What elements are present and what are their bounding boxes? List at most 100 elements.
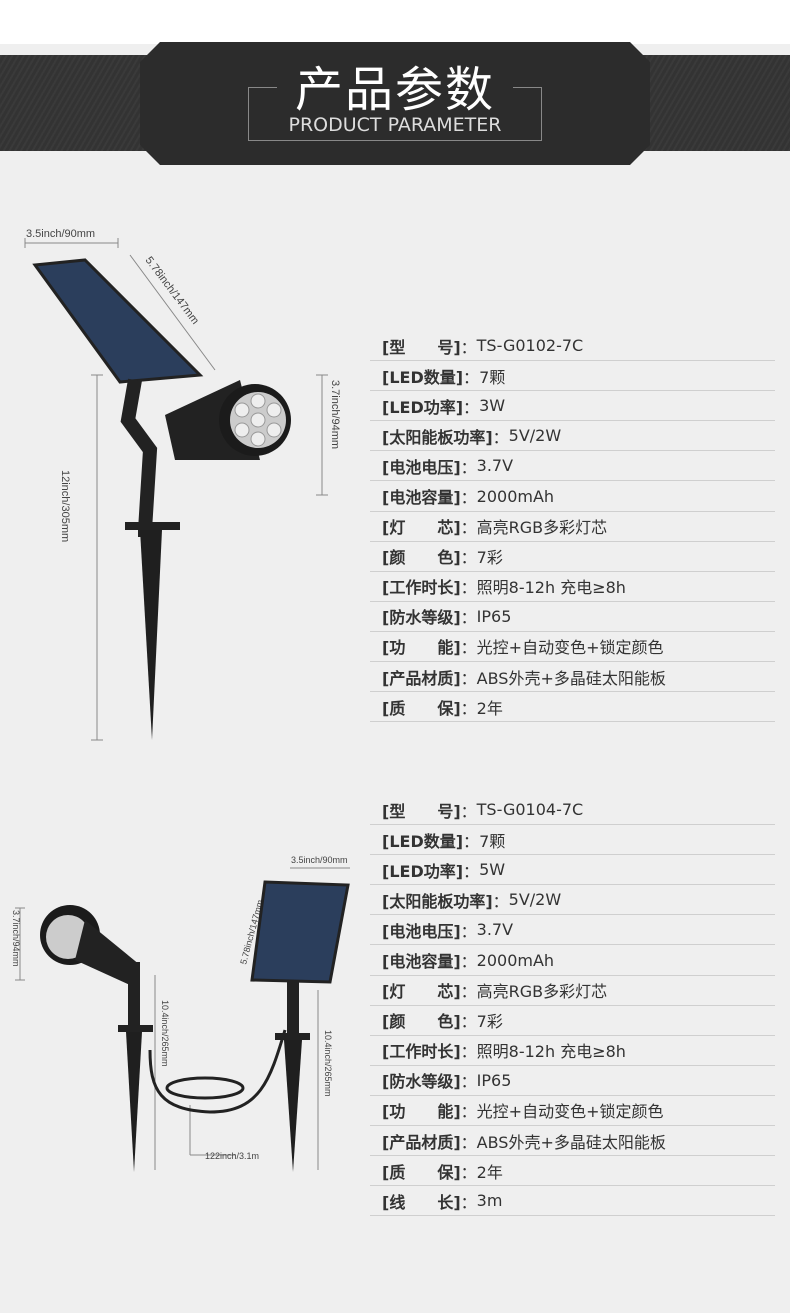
spec-row: [电池电压]：3.7V	[370, 451, 775, 482]
spec-value: 2年	[476, 698, 503, 718]
spec-colon: ：	[492, 427, 509, 447]
page-subtitle: PRODUCT PARAMETER	[288, 114, 502, 136]
cable-length-dimension: 122inch/3.1m	[205, 1151, 259, 1161]
spec-colon: ：	[463, 367, 480, 387]
spec-colon: ：	[463, 861, 480, 881]
spec-row: [产品材质]：ABS外壳+多晶硅太阳能板	[370, 1126, 775, 1157]
spec-colon: ：	[460, 698, 477, 718]
spec-row: [LED功率]：3W	[370, 391, 775, 422]
spec-row: [工作时长]：照明8-12h 充电≥8h	[370, 572, 775, 602]
spec-colon: ：	[460, 1102, 477, 1122]
spec-value: 高亮RGB多彩灯芯	[476, 982, 608, 1002]
spec-value: 2000mAh	[476, 486, 555, 506]
spec-colon: ：	[460, 337, 477, 357]
spec-colon: ：	[460, 1192, 477, 1212]
panel-dimension: 5.78inch/147mm	[143, 255, 202, 327]
spec-row: [产品材质]：ABS外壳+多晶硅太阳能板	[370, 662, 775, 693]
spec-value: 7彩	[476, 1012, 503, 1032]
p2-head-dimension: 3.7inch/94mm	[11, 910, 21, 967]
spec-label: [工作时长]	[382, 1042, 461, 1062]
spec-colon: ：	[460, 488, 477, 508]
spec-label: [质 保]	[382, 1162, 461, 1182]
spec-row: [线 长]：3m	[370, 1186, 775, 1217]
spec-value: TS-G0104-7C	[476, 800, 584, 820]
spec-colon: ：	[460, 668, 477, 688]
spec-value: 光控+自动变色+锁定颜色	[476, 638, 664, 658]
spec-value: 2年	[476, 1162, 503, 1182]
spec-colon: ：	[460, 1132, 477, 1152]
spec-colon: ：	[460, 638, 477, 658]
spec-colon: ：	[463, 397, 480, 417]
spec-colon: ：	[460, 921, 477, 941]
spec-label: [线 长]	[382, 1192, 461, 1212]
spec-row: [电池电压]：3.7V	[370, 915, 775, 946]
spec-row: [LED数量]：7颗	[370, 825, 775, 856]
spec-value: 照明8-12h 充电≥8h	[476, 1042, 626, 1062]
spec-row: [太阳能板功率]：5V/2W	[370, 885, 775, 916]
spec-row: [型 号]：TS-G0104-7C	[370, 795, 775, 826]
spec-label: [型 号]	[382, 801, 461, 821]
spec-value: 5V/2W	[508, 426, 562, 446]
spec-value: 3W	[479, 396, 506, 416]
spec-row: [质 保]：2年	[370, 1156, 775, 1187]
spec-label: [工作时长]	[382, 578, 461, 598]
spec-value: 7彩	[476, 548, 503, 568]
height-dimension: 12inch/305mm	[59, 470, 71, 542]
spec-value: 3m	[476, 1191, 503, 1211]
spec-label: [电池电压]	[382, 457, 461, 477]
spec-value: TS-G0102-7C	[476, 336, 584, 356]
spec-row: [颜 色]：7彩	[370, 542, 775, 572]
spec-label: [灯 芯]	[382, 518, 461, 538]
spec-row: [功 能]：光控+自动变色+锁定颜色	[370, 632, 775, 663]
spec-label: [太阳能板功率]	[382, 427, 493, 447]
p2-width-dimension: 3.5inch/90mm	[291, 855, 348, 865]
spec-row: [防水等级]：IP65	[370, 602, 775, 632]
spec-label: [型 号]	[382, 337, 461, 357]
spec-value: 高亮RGB多彩灯芯	[476, 518, 608, 538]
spec-label: [LED数量]	[382, 831, 464, 851]
spec-row: [电池容量]：2000mAh	[370, 481, 775, 512]
p2-panel-height-dimension: 10.4inch/265mm	[323, 1030, 333, 1097]
spec-colon: ：	[460, 1072, 477, 1092]
spec-label: [LED数量]	[382, 367, 464, 387]
spec-row: [电池容量]：2000mAh	[370, 945, 775, 976]
spec-value: 5W	[479, 860, 506, 880]
spec-label: [电池容量]	[382, 488, 461, 508]
spec-colon: ：	[460, 952, 477, 972]
spec-colon: ：	[460, 982, 477, 1002]
spec-label: [功 能]	[382, 638, 461, 658]
spec-row: [灯 芯]：高亮RGB多彩灯芯	[370, 976, 775, 1006]
spec-label: [太阳能板功率]	[382, 891, 493, 911]
spec-label: [颜 色]	[382, 1012, 461, 1032]
spec-label: [产品材质]	[382, 1132, 461, 1152]
spec-colon: ：	[460, 548, 477, 568]
spec-colon: ：	[463, 831, 480, 851]
spec-label: [防水等级]	[382, 608, 461, 628]
top-margin	[0, 0, 790, 44]
spec-row: [太阳能板功率]：5V/2W	[370, 421, 775, 452]
spec-label: [功 能]	[382, 1102, 461, 1122]
spec-colon: ：	[460, 1162, 477, 1182]
spec-label: [LED功率]	[382, 861, 464, 881]
spec-colon: ：	[460, 518, 477, 538]
spec-value: 3.7V	[476, 456, 514, 476]
product2-spec-table: [型 号]：TS-G0104-7C[LED数量]：7颗[LED功率]：5W[太阳…	[370, 795, 775, 1217]
product2-illustration: 3.5inch/90mm 5.78inch/147mm 3.7inch/94mm…	[11, 855, 350, 1172]
spec-label: [防水等级]	[382, 1072, 461, 1092]
header-frame	[248, 87, 542, 141]
spec-row: [LED数量]：7颗	[370, 361, 775, 392]
header-plate	[140, 42, 650, 165]
spec-colon: ：	[460, 457, 477, 477]
spec-value: 2000mAh	[476, 950, 555, 970]
spec-row: [功 能]：光控+自动变色+锁定颜色	[370, 1096, 775, 1127]
head-dimension: 3.7inch/94mm	[329, 380, 341, 449]
p2-lamp-height-dimension: 10.4inch/265mm	[160, 1000, 170, 1067]
spec-label: [LED功率]	[382, 397, 464, 417]
spec-colon: ：	[460, 1042, 477, 1062]
spec-value: 7颗	[479, 367, 506, 387]
solar-panel	[32, 258, 204, 384]
page-title: 产品参数	[294, 62, 495, 118]
p2-solar-panel	[250, 880, 350, 984]
spec-colon: ：	[460, 608, 477, 628]
spec-row: [灯 芯]：高亮RGB多彩灯芯	[370, 512, 775, 542]
